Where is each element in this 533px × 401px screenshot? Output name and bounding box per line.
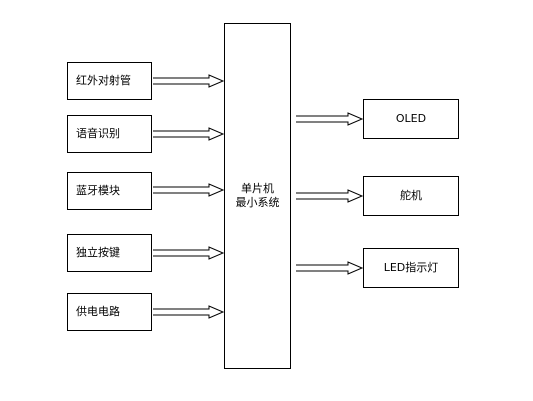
arrow-voice-to-mcu [153,127,225,141]
input-label: 蓝牙模块 [76,184,120,197]
arrow-mcu-to-servo [296,189,364,203]
arrow-mcu-to-oled [296,112,364,126]
input-box-infrared: 红外对射管 [67,62,152,100]
input-label: 供电电路 [76,305,120,318]
arrow-infrared-to-mcu [153,74,225,88]
input-box-power: 供电电路 [67,293,152,331]
output-box-servo: 舵机 [363,176,459,216]
input-box-voice: 语音识别 [67,115,152,153]
output-label: 舵机 [400,189,422,202]
output-label: OLED [395,112,427,125]
input-label: 独立按键 [76,246,120,259]
mcu-label-line1: 单片机 [241,182,274,195]
output-box-oled: OLED [363,99,459,139]
output-box-led: LED指示灯 [363,248,459,288]
input-box-keys: 独立按键 [67,234,152,272]
arrow-mcu-to-led [296,261,364,275]
mcu-box: 单片机 最小系统 [224,23,291,369]
input-box-bluetooth: 蓝牙模块 [67,172,152,210]
arrow-keys-to-mcu [153,246,225,260]
input-label: 红外对射管 [76,74,131,87]
arrow-bluetooth-to-mcu [153,183,225,197]
arrow-power-to-mcu [153,305,225,319]
mcu-label-line2: 最小系统 [235,196,280,209]
output-label: LED指示灯 [383,261,439,274]
input-label: 语音识别 [76,127,120,140]
